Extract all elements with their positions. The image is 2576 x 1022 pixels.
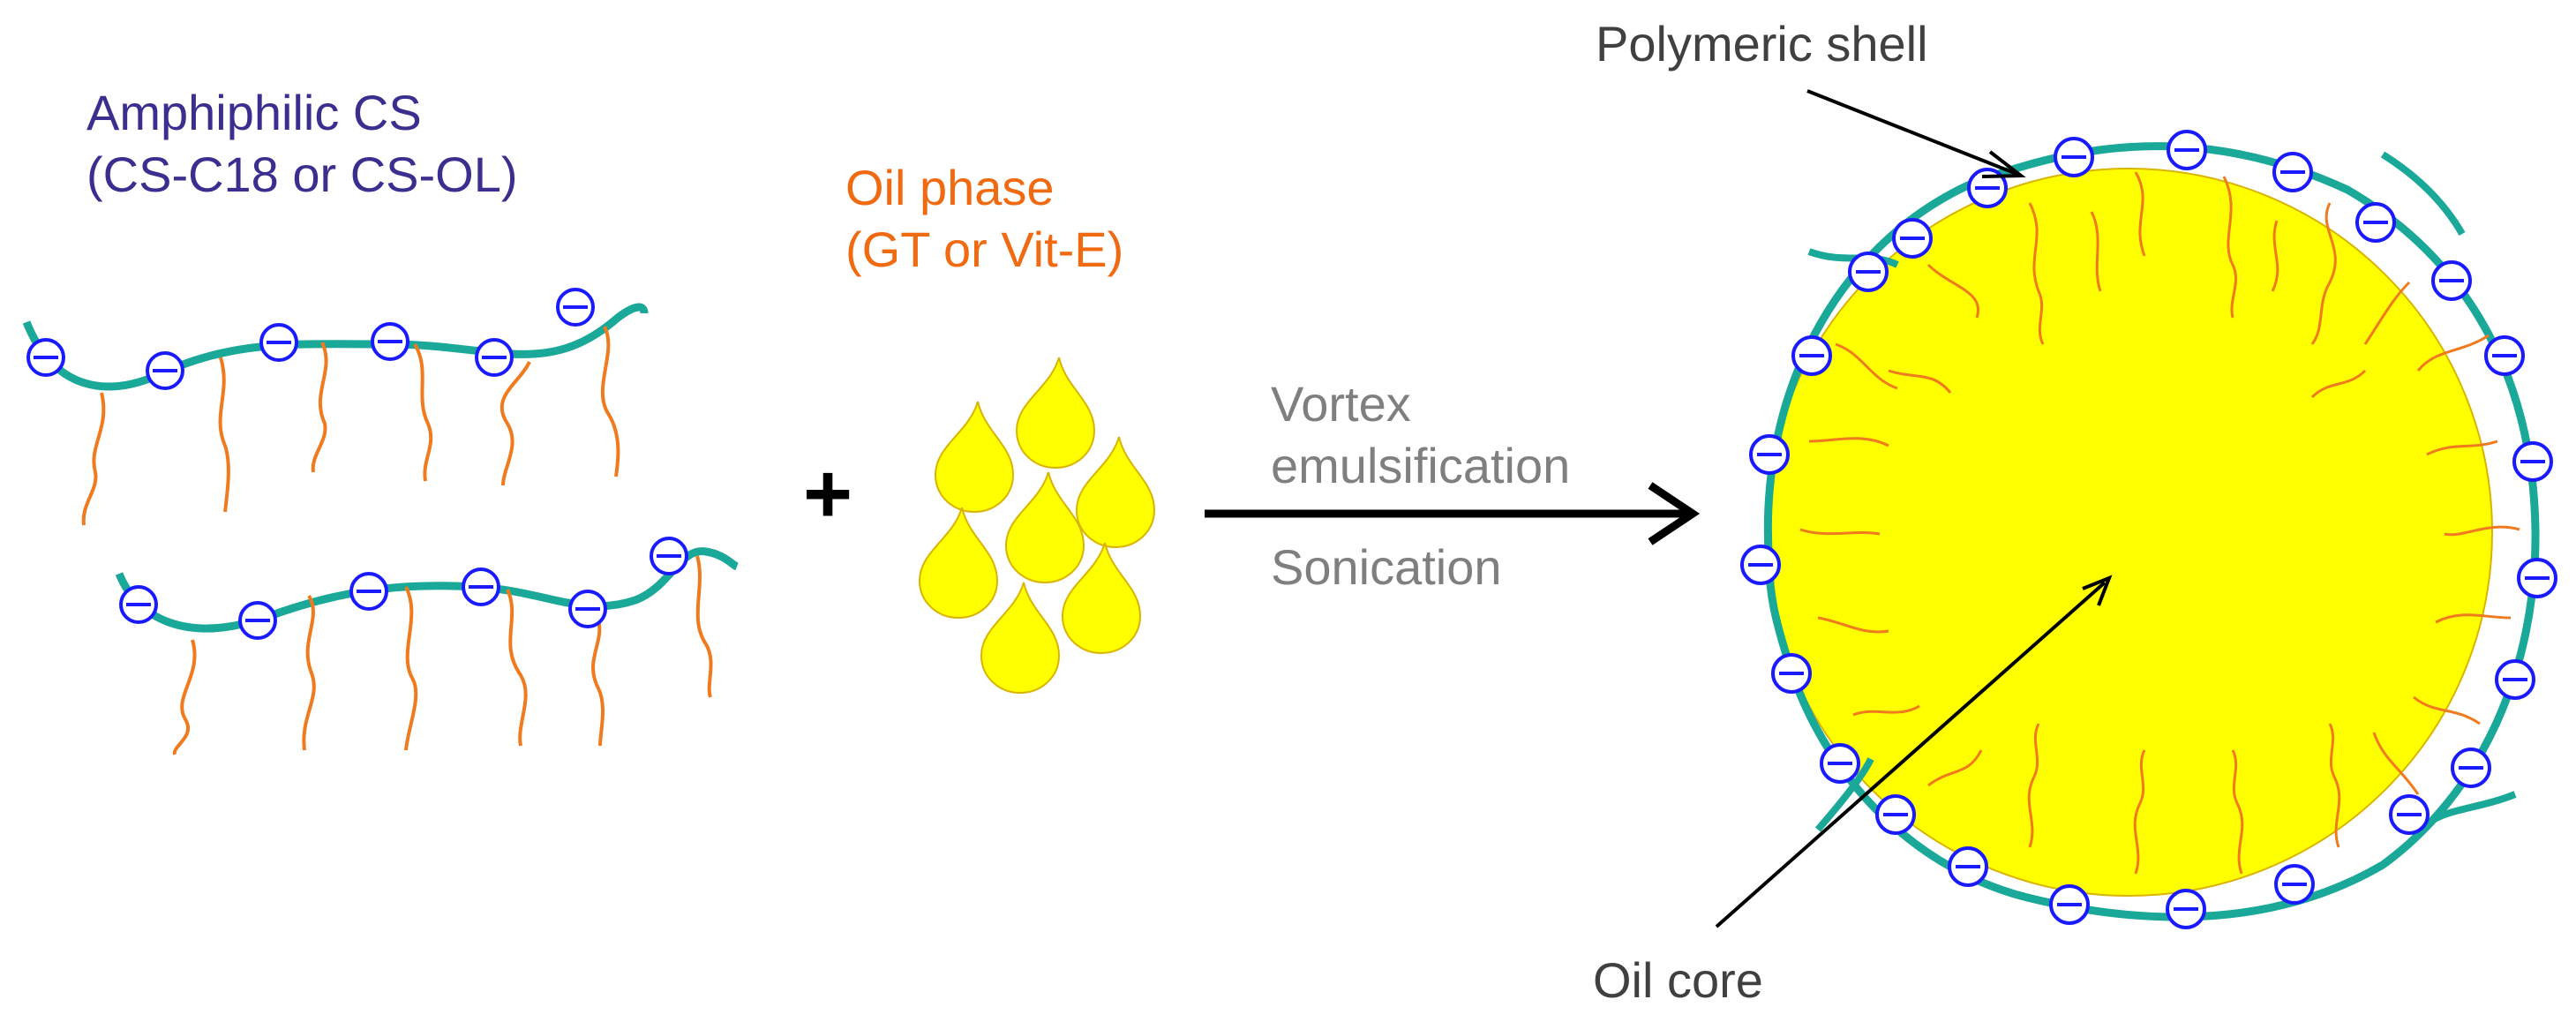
negative-charge-icon <box>2054 137 2094 177</box>
oil-droplet-icon <box>1015 357 1096 470</box>
negative-charge-icon <box>119 585 158 624</box>
negative-charge-icon <box>1771 653 1812 694</box>
vortex-label: Vortex <box>1271 376 1411 432</box>
negative-charge-icon <box>371 322 409 361</box>
negative-charge-icon <box>650 537 688 575</box>
oil-droplet-icon <box>918 507 999 620</box>
negative-charge-icon <box>2512 441 2553 482</box>
polymeric-shell-label: Polymeric shell <box>1596 16 1928 71</box>
oil-core-pointer <box>1715 575 2113 928</box>
process-arrow <box>1205 482 1701 545</box>
negative-charge-icon <box>568 590 607 628</box>
polymer-chain-bottom <box>115 537 740 755</box>
negative-charge-icon <box>1948 846 1988 887</box>
oil-phase-title: Oil phase <box>845 160 1055 215</box>
negative-charge-icon <box>146 351 184 390</box>
oil-droplet-icon <box>1004 471 1085 584</box>
negative-charge-icon <box>1892 218 1933 259</box>
oil-droplets <box>918 357 1156 695</box>
negative-charge-icon <box>259 323 298 362</box>
negative-charge-icon <box>2451 748 2491 788</box>
negative-charge-icon <box>1820 743 1860 784</box>
negative-charge-icon <box>26 338 65 377</box>
negative-charge-icon <box>1875 794 1916 835</box>
oil-phase-subtitle: (GT or Vit-E) <box>845 222 1124 277</box>
negative-charge-icon <box>1848 252 1889 292</box>
oil-core-label: Oil core <box>1593 952 1763 1008</box>
negative-charge-icon <box>2049 884 2090 925</box>
plus-sign: + <box>803 447 853 541</box>
oil-droplet-icon <box>1061 542 1142 655</box>
negative-charge-icon <box>349 572 388 611</box>
negative-charge-icon <box>2517 558 2557 598</box>
shell-charges <box>1740 130 2557 929</box>
polymeric-shell-pointer <box>1806 89 2026 178</box>
oil-droplet-icon <box>1075 436 1156 549</box>
negative-charge-icon <box>2167 130 2207 170</box>
negative-charge-icon <box>556 288 595 327</box>
negative-charge-icon <box>475 338 514 377</box>
polymer-chain-top <box>22 288 649 526</box>
negative-charge-icon <box>2355 202 2396 243</box>
negative-charge-icon <box>1967 168 2008 208</box>
nanocapsule <box>1740 130 2557 929</box>
negative-charge-icon <box>2272 152 2313 192</box>
oil-droplet-icon <box>934 401 1015 514</box>
negative-charge-icon <box>2166 889 2206 929</box>
chain-backbone <box>22 303 649 391</box>
oil-droplet-icon <box>980 582 1061 695</box>
negative-charge-icon <box>1749 434 1790 475</box>
negative-charge-icon <box>1740 545 1781 585</box>
negative-charge-icon <box>1791 335 1832 376</box>
core-tails <box>1799 171 2520 875</box>
negative-charge-icon <box>2484 335 2525 376</box>
negative-charge-icon <box>462 567 500 606</box>
emulsification-label: emulsification <box>1271 438 1571 493</box>
negative-charge-icon <box>2389 794 2430 835</box>
chain-backbone <box>115 547 740 633</box>
amphiphilic-title: Amphiphilic CS <box>86 85 422 140</box>
sonication-label: Sonication <box>1271 539 1502 595</box>
amphiphilic-subtitle: (CS-C18 or CS-OL) <box>86 147 518 202</box>
negative-charge-icon <box>238 601 277 640</box>
chain-tails <box>81 326 620 526</box>
chain-tails <box>172 555 713 755</box>
negative-charge-icon <box>2274 864 2315 905</box>
negative-charge-icon <box>2495 659 2535 700</box>
negative-charge-icon <box>2431 260 2472 301</box>
